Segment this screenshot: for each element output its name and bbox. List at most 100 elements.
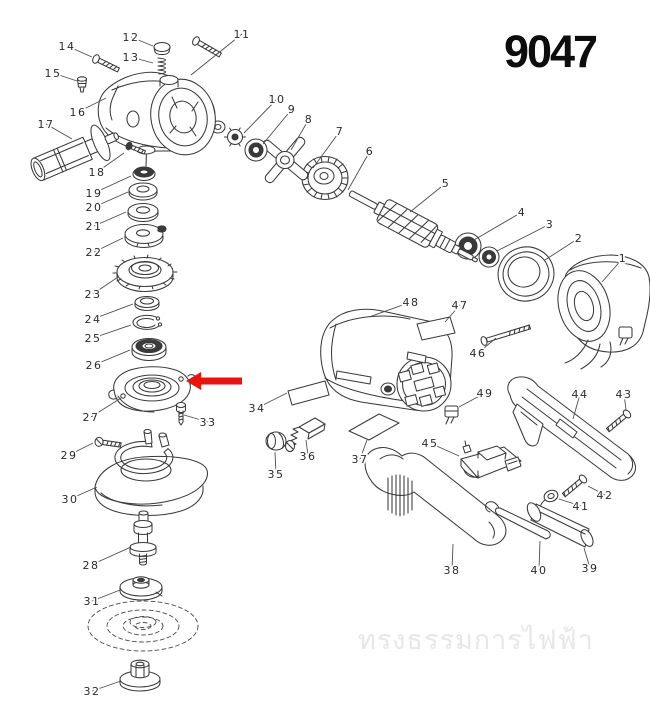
part-number-label-38: 38	[444, 564, 461, 577]
leader-line-part-33	[183, 414, 209, 423]
lever-40-drawing	[485, 501, 551, 540]
part-number-label-26: 26	[86, 359, 103, 372]
lock-nut-32-drawing	[119, 659, 161, 692]
leader-line-part-46	[477, 337, 497, 354]
leader-line-part-39	[583, 547, 591, 569]
leader-line-part-29	[68, 442, 94, 456]
bearing-box-27-drawing	[108, 366, 196, 413]
part-number-label-11: 11	[234, 28, 251, 41]
leader-line-part-4	[473, 211, 523, 241]
leader-line-part-9	[262, 108, 293, 145]
leader-line-part-19	[93, 175, 132, 194]
part-number-label-20: 20	[86, 201, 103, 214]
plate-22-drawing	[124, 223, 167, 248]
part-number-label-2: 2	[575, 232, 584, 245]
clamp-band-drawing	[114, 428, 174, 475]
screw-33-drawing	[175, 401, 187, 426]
washer-19-drawing	[132, 166, 156, 182]
callout-layer: 1234567891011121314151617181920212223242…	[36, 26, 633, 699]
leader-line-part-30	[69, 486, 98, 500]
leader-line-part-37	[359, 439, 368, 460]
ring-24-drawing	[134, 295, 160, 312]
part-number-label-47: 47	[452, 299, 469, 312]
field-stator-drawing	[557, 254, 650, 370]
carbon-brush-36-drawing	[284, 417, 326, 453]
leader-line-part-5	[409, 182, 447, 213]
part-number-label-19: 19	[86, 187, 103, 200]
spring-13-drawing	[157, 57, 167, 75]
spider-washer-drawing	[261, 136, 309, 184]
part-number-label-24: 24	[85, 313, 102, 326]
part-number-label-16: 16	[70, 106, 87, 119]
leader-line-part-28	[90, 546, 132, 566]
part-number-label-13: 13	[123, 51, 140, 64]
leader-line-part-42	[587, 485, 606, 496]
leader-line-part-17	[45, 123, 73, 140]
screw-11-drawing	[192, 36, 222, 58]
screw-43-drawing	[605, 409, 632, 433]
inner-flange-31-drawing	[119, 576, 163, 601]
leader-line-part-27	[90, 397, 122, 418]
bearing-set-drawing	[454, 232, 555, 302]
leader-line-part-26	[93, 349, 131, 366]
wheel-guard-drawing	[94, 455, 208, 516]
screw-29-drawing	[94, 436, 122, 448]
pinion-bearing-drawing	[210, 120, 268, 162]
part-number-label-6: 6	[366, 145, 375, 158]
part-number-label-41: 41	[573, 500, 590, 513]
part-number-label-17: 17	[38, 118, 55, 131]
part-number-label-30: 30	[62, 493, 79, 506]
leader-line-part-25	[92, 324, 132, 339]
part-number-label-33: 33	[200, 416, 217, 429]
brush-cap-35-drawing	[265, 431, 287, 451]
bearing-26-drawing	[131, 337, 167, 362]
part-number-label-10: 10	[269, 93, 286, 106]
screw-14-drawing	[92, 54, 120, 73]
leader-line-part-38	[451, 543, 454, 571]
leader-line-part-14	[66, 45, 93, 58]
part-number-label-34: 34	[249, 402, 266, 415]
leader-line-part-13	[130, 56, 154, 64]
washer-21-drawing	[127, 202, 159, 222]
screw-46-drawing	[480, 324, 532, 346]
part-number-label-46: 46	[470, 347, 487, 360]
part-number-label-31: 31	[84, 595, 101, 608]
handle-half-44-drawing	[507, 376, 637, 481]
cap-12-drawing	[153, 41, 171, 56]
leader-line-part-22	[93, 237, 124, 253]
leader-line-part-11	[190, 33, 243, 76]
part-number-label-32: 32	[84, 685, 101, 698]
leader-line-part-8	[290, 118, 310, 151]
screw-42-drawing	[561, 474, 588, 498]
leader-line-part-1	[601, 257, 624, 283]
gear-23-drawing	[112, 254, 178, 293]
leader-line-part-40	[538, 540, 541, 571]
leader-line-part-48	[368, 301, 412, 318]
part-number-label-7: 7	[336, 125, 345, 138]
part-number-label-48: 48	[403, 296, 420, 309]
leader-line-part-10	[243, 98, 278, 134]
spindle-28-drawing	[129, 510, 157, 566]
leader-line-part-24	[92, 303, 134, 320]
part-number-label-1: 1	[619, 252, 628, 265]
part-number-label-23: 23	[85, 288, 102, 301]
leader-line-part-23	[92, 276, 119, 295]
insulation-plate-37-drawing	[348, 413, 400, 441]
part-number-label-21: 21	[86, 220, 103, 233]
part-number-label-49: 49	[477, 387, 494, 400]
leader-line-part-31	[91, 589, 121, 602]
baffle-plate-47-drawing	[416, 316, 456, 341]
switch-45-drawing	[460, 440, 522, 479]
pointer-arrow	[186, 372, 242, 390]
part-number-label-3: 3	[546, 218, 555, 231]
name-plate-34-drawing	[287, 380, 330, 406]
side-handle-drawing	[30, 124, 119, 182]
leader-line-part-7	[312, 130, 341, 169]
leader-line-part-20	[93, 191, 129, 208]
part-number-label-28: 28	[83, 559, 100, 572]
leader-line-part-47	[444, 304, 461, 323]
motor-housing-drawing	[320, 308, 453, 412]
part-number-label-25: 25	[85, 332, 102, 345]
circlip-25-drawing	[132, 314, 163, 330]
